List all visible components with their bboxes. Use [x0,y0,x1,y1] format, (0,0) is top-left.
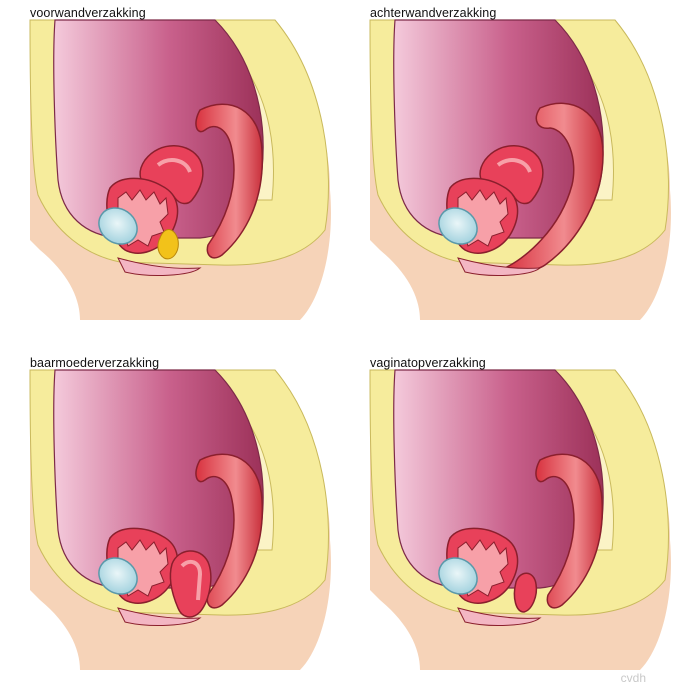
prolapse-highlight [157,229,179,260]
panel-title: achterwandverzakking [370,6,497,20]
abdominal-cavity [53,19,264,239]
perineum [117,607,202,626]
anterior-illustration [29,19,331,320]
abdominal-cavity [393,19,604,239]
artist-credit: cvdh [620,671,646,685]
vaginal-vault [513,572,538,613]
panel-title: baarmoederverzakking [30,356,160,370]
posterior-illustration [369,19,671,320]
panel-anterior: voorwandverzakking [0,0,350,350]
panel-posterior: achterwandverzakking [340,0,690,350]
pubic-bone [98,557,138,595]
perineum [457,607,542,626]
panel-title: vaginatopverzakking [370,356,486,370]
panel-vault: vaginatopverzakking [340,350,690,700]
perineum [117,257,202,276]
abdominal-cavity [393,369,604,589]
perineum [457,257,542,276]
panel-uterine: baarmoederverzakking [0,350,350,700]
vault-illustration [369,369,671,670]
pubic-bone [98,207,138,245]
uterine-illustration [29,369,331,670]
panel-title: voorwandverzakking [30,6,146,20]
rectum [535,453,604,609]
pubic-bone [438,207,478,245]
pubic-bone [438,557,478,595]
rectum [195,103,264,259]
